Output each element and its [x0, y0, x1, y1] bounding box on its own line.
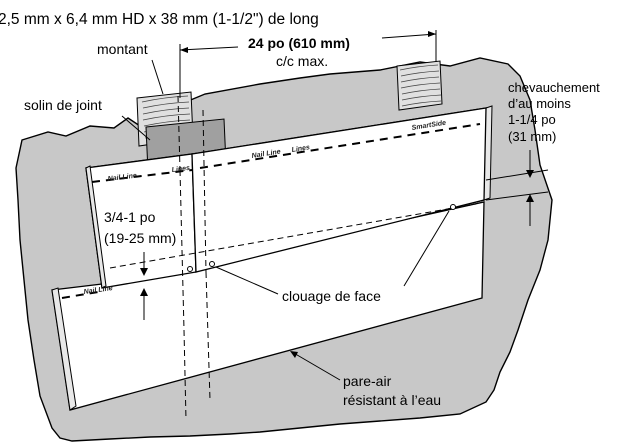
- nail-spec-label: 2,5 mm x 6,4 mm HD x 38 mm (1-1/2") de l…: [0, 11, 319, 28]
- overlap-label-1: chevauchement: [508, 80, 600, 95]
- spacing-note-label: c/c max.: [276, 53, 328, 69]
- overlap-label-4: (31 mm): [508, 129, 556, 144]
- print-lines-2: Lines: [291, 144, 310, 154]
- stud-centerline-left: [177, 95, 181, 171]
- spacing-dimension-line: [179, 30, 437, 98]
- overlap-dimension: [485, 150, 549, 226]
- stud-centerline-right: [202, 109, 207, 273]
- spacing-label: 24 po (610 mm): [248, 35, 350, 51]
- print-nail-line-lower: Nail Line: [83, 285, 113, 296]
- overlap-label-2: d’au moins: [508, 96, 571, 111]
- offset-label-1: 3/4-1 po: [104, 209, 156, 225]
- face-nail-1: [187, 266, 193, 272]
- air-barrier-label-2: résistant à l’eau: [343, 392, 441, 408]
- face-nail-3: [450, 204, 456, 210]
- face-nail-2: [209, 261, 215, 267]
- print-nail-line-1: Nail Line: [107, 172, 137, 183]
- nail-line-upper: Nail Line Lines Nail Line Lines SmartSid…: [91, 120, 481, 183]
- air-barrier-label-1: pare-air: [343, 373, 392, 389]
- print-nail-line-2: Nail Line: [251, 148, 281, 159]
- joint-flashing-label: solin de joint: [24, 97, 102, 113]
- overlap-label-3: 1-1/4 po: [508, 112, 556, 127]
- stud-label: montant: [97, 41, 148, 57]
- offset-label-2: (19-25 mm): [104, 230, 176, 246]
- lap-line: [109, 203, 477, 269]
- face-nailing-label: clouage de face: [282, 288, 381, 304]
- nail-line-lower: Nail Line: [61, 285, 113, 299]
- print-lines-1: Lines: [171, 165, 190, 174]
- stud-right: [396, 60, 443, 111]
